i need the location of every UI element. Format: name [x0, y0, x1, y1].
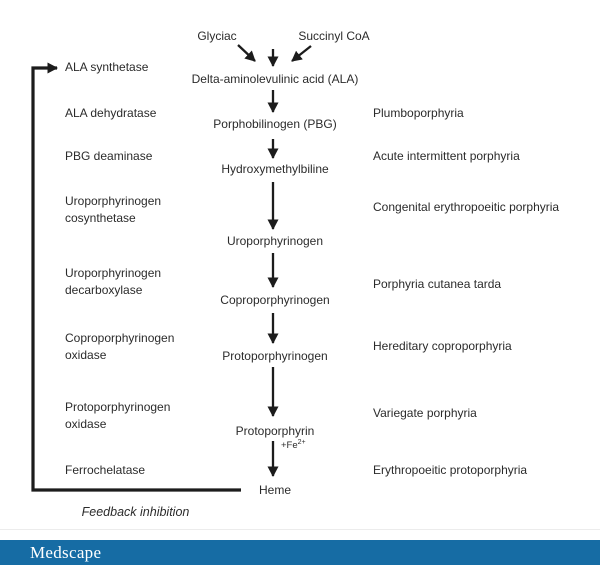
feedback-inhibition-arrow: [31, 62, 241, 492]
enzyme-ala-synthetase: ALA synthetase: [65, 60, 149, 74]
intermediate-coproporphyrinogen: Coproporphyrinogen: [220, 293, 330, 307]
feedback-inhibition-label: Feedback inhibition: [81, 505, 190, 519]
disease-acute-intermittent-porphyria: Acute intermittent porphyria: [373, 149, 520, 163]
enzyme-pbg-deaminase: PBG deaminase: [65, 149, 153, 163]
enzyme-protoporphyrinogen-oxidase: Protoporphyrinogen oxidase: [65, 400, 171, 431]
intermediate-uroporphyrinogen: Uroporphyrinogen: [226, 234, 324, 248]
medscape-logo: Medscape: [30, 542, 102, 562]
enzyme-ferrochelatase: Ferrochelatase: [65, 463, 146, 477]
enzyme-uroporphyrinogen-cosynthetase: Uroporphyrinogen cosynthetase: [65, 194, 162, 225]
arrow-succinyl-to-ala: [291, 45, 312, 62]
pathway-arrows: [31, 44, 312, 492]
intermediate-ala: Delta-aminolevulinic acid (ALA): [191, 72, 359, 86]
cofactor-fe2plus: +Fe2+: [281, 439, 306, 452]
disease-plumboporphyria: Plumboporphyria: [373, 106, 464, 120]
substrate-glyciac: Glyciac: [197, 29, 237, 43]
enzyme-ala-dehydratase: ALA dehydratase: [65, 106, 157, 120]
disease-congenital-erythropoeitic-porphyria: Congenital erythropoeitic porphyria: [373, 200, 560, 214]
disease-variegate-porphyria: Variegate porphyria: [373, 406, 477, 420]
disease-erythropoeitic-protoporphyria: Erythropoeitic protoporphyria: [373, 463, 528, 477]
disease-porphyria-cutanea-tarda: Porphyria cutanea tarda: [373, 277, 502, 291]
disease-hereditary-coproporphyria: Hereditary coproporphyria: [373, 339, 512, 353]
intermediate-pbg: Porphobilinogen (PBG): [213, 117, 337, 131]
footer-bar: Medscape: [0, 540, 600, 565]
footer-divider: [0, 529, 600, 530]
intermediate-heme: Heme: [258, 483, 291, 497]
intermediate-protoporphyrinogen: Protoporphyrinogen: [222, 349, 328, 363]
intermediate-hydroxymethylbiline: Hydroxymethylbiline: [221, 162, 329, 176]
enzyme-coproporphyrinogen-oxidase: Coproporphyrinogen oxidase: [65, 331, 175, 362]
arrow-glyciac-to-ala: [237, 44, 256, 62]
substrate-succinyl-coa: Succinyl CoA: [298, 29, 370, 43]
intermediate-protoporphyrin: Protoporphyrin: [235, 424, 315, 438]
enzyme-uroporphyrinogen-decarboxylase: Uroporphyrinogen decarboxylase: [65, 266, 162, 297]
